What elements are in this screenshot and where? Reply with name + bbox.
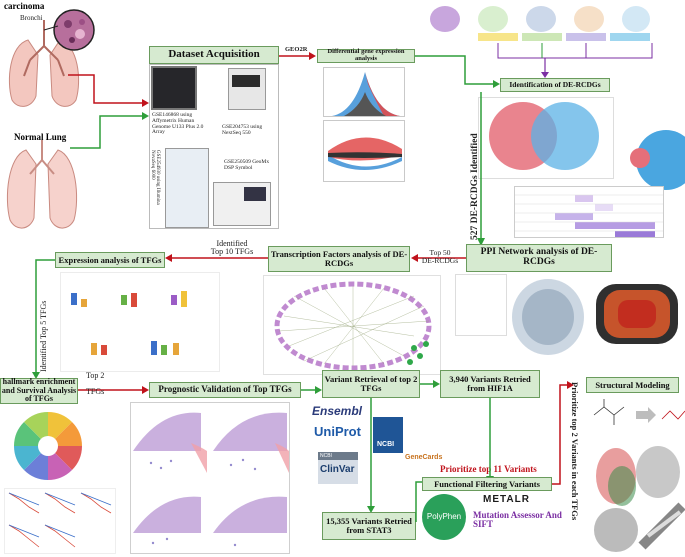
- ncbi-logo: NCBI: [377, 441, 395, 448]
- nextseq-image: [228, 68, 266, 110]
- dge-box: Differential gene expression analysis: [317, 48, 415, 63]
- ppi-hub-network: [592, 278, 682, 348]
- ma-plot: [323, 120, 405, 182]
- mutation-assessor-label: Mutation Assessor And SIFT: [473, 510, 562, 530]
- dataset-gse204753: GSE204753 using NextSeq 550: [222, 124, 263, 136]
- clinvar-text: ClinVar: [320, 464, 355, 475]
- ppi-network-large: [508, 274, 588, 360]
- rcd-category-bars: [478, 33, 650, 43]
- top2-line1: Top 2: [86, 371, 105, 380]
- top50-label: Top 50 DE-RCDGs: [420, 249, 460, 265]
- ppi-legend-panel: [455, 274, 507, 336]
- carcinoma-lung-illustration: [8, 9, 95, 107]
- hallmark-radial-plot: [4, 406, 92, 486]
- polyphen-logo: PolyPhen: [422, 494, 466, 540]
- dataset-acquisition-box: Dataset Acquisition: [149, 46, 279, 64]
- expression-boxplots: [60, 272, 220, 372]
- top10-line1: Identified: [216, 239, 248, 248]
- arrow-prog-to-variant: [301, 386, 322, 394]
- ppi-box: PPI Network analysis of DE-RCDGs: [466, 244, 612, 272]
- clinvar-top: NCBI: [318, 452, 358, 460]
- genecards-text: GeneCards: [405, 454, 443, 461]
- structural-modeling-box: Structural Modeling: [586, 377, 679, 393]
- rcd-merge-arrows: [497, 43, 653, 78]
- derc-box: Identification of DE-RCDGs: [500, 78, 610, 92]
- ensembl-logo: Ensembl: [312, 404, 363, 418]
- top2-label: Top 2 TFGs: [86, 371, 105, 397]
- survival-curves: [4, 488, 116, 554]
- arrow-filter-to-struct: [552, 381, 574, 485]
- tf-network: [263, 275, 441, 375]
- prioritize-11-label: Prioritize top 11 Variants: [440, 464, 537, 474]
- dataset-gse250509: GSE250509 GeoMx DSP Symbol: [224, 159, 270, 171]
- arrow-dge-to-derc: [415, 55, 500, 88]
- upset-venn: [618, 128, 685, 190]
- novaseq-image: [165, 148, 209, 228]
- top50-line1: Top 50: [429, 248, 451, 257]
- hif1a-variants-box: 3,940 Variants Retried from HIF1A: [440, 370, 540, 398]
- functional-filtering-box: Functional Filtering Variants: [422, 477, 552, 491]
- rcd-overlap-table: [514, 186, 664, 238]
- stat3-variants-box: 15,355 Variants Retried from STAT3: [322, 512, 416, 540]
- polyphen-text: PolyPhen: [426, 512, 462, 521]
- top2-line2: TFGs: [86, 387, 105, 397]
- uniprot-logo: UniProt: [314, 424, 361, 439]
- prognostic-plots: [130, 402, 290, 554]
- geomx-image: [213, 182, 271, 226]
- arrow-tf-to-expr: [165, 254, 268, 262]
- dataset-gse146868: GSE146868 using Affymetrix Human Genome …: [152, 112, 204, 136]
- arrow-hallmark-to-prog: [78, 386, 149, 394]
- top10-label: Identified Top 10 TFGs: [200, 239, 264, 257]
- arrow-dataset-to-dge: [279, 52, 316, 60]
- ncbi-logo-box: [373, 417, 403, 453]
- hallmark-box: hallmark enrichment and Survival Analysi…: [0, 377, 78, 404]
- top50-line2: DE-RCDGs: [421, 255, 459, 265]
- volcano-plot: [323, 67, 405, 117]
- protein-structures: [592, 436, 685, 556]
- clinvar-logo: NCBI ClinVar: [318, 452, 358, 484]
- prognostic-box: Prognostic Validation of Top TFGs: [149, 382, 301, 398]
- arrow-derc-to-ppi: [477, 92, 485, 246]
- normal-lung-label: Normal Lung: [14, 132, 67, 142]
- tf-analysis-box: Transcription Factors analysis of DE-RCD…: [268, 246, 410, 272]
- normal-lung-illustration: [6, 140, 78, 229]
- top10-line2: Top 10 TFGs: [210, 247, 254, 257]
- input-arrows: [68, 74, 149, 149]
- arrow-variant-to-hif: [420, 380, 440, 388]
- arrow-variant-to-stat: [367, 398, 375, 513]
- bronchi-label: Bronchi: [20, 14, 43, 22]
- array-chip-image: [151, 66, 197, 110]
- molecule-structures: [590, 395, 685, 435]
- arrow-expr-to-hallmark: [32, 259, 55, 379]
- expression-box: Expression analysis of TFGs: [55, 252, 165, 268]
- carcinoma-label: carcinoma: [4, 1, 45, 11]
- metalr-logo: METALR: [483, 494, 530, 505]
- arrow-ppi-to-tf: [411, 254, 466, 262]
- genecards-logo: GeneCards: [405, 446, 457, 461]
- geo2r-label: GEO2R: [285, 46, 308, 53]
- prioritize-2-label: Prioritize top 2 Variants in each TFGs: [570, 382, 580, 521]
- venn-diagram: [478, 97, 614, 179]
- rcd-pathway-strip: [430, 2, 652, 40]
- variant-retrieval-box: Variant Retrieval of top 2 TFGs: [322, 370, 420, 398]
